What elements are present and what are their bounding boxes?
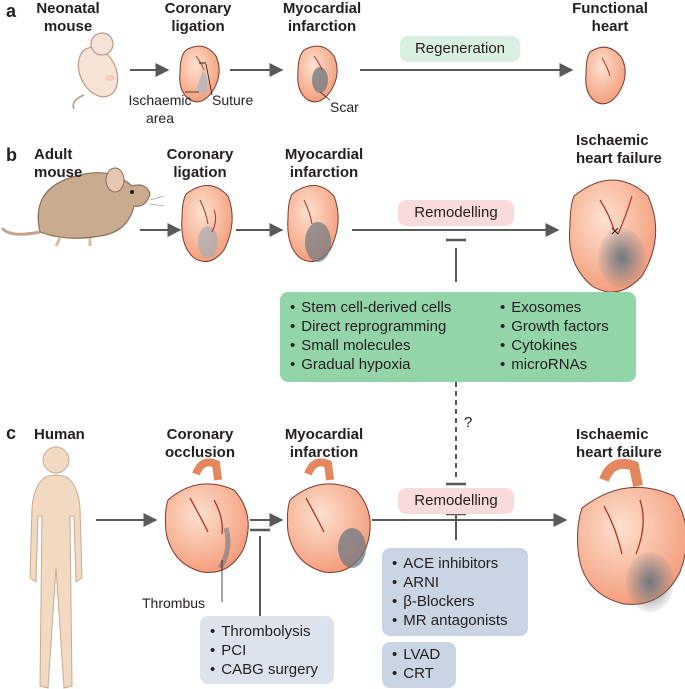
experimental-therapies-box: Stem cell-derived cells Direct reprogram… (280, 292, 636, 382)
heart-c-failure (577, 458, 685, 612)
heart-b-failure (568, 179, 657, 293)
question-mark: ? (464, 414, 473, 431)
acute-therapies-box: Thrombolysis PCI CABG surgery (200, 616, 334, 684)
heart-a-ligation (179, 45, 220, 103)
panel-label-c: c (6, 423, 17, 443)
regeneration-label: Regeneration (400, 36, 520, 62)
therapy-item: Growth factors (500, 317, 609, 336)
acute-therapies-list: Thrombolysis PCI CABG surgery (210, 622, 324, 679)
suture-label: Suture (212, 92, 254, 108)
heart-b-ligation (181, 185, 233, 263)
neonatal-mouse-illustration (72, 32, 119, 110)
heart-a-infarction (297, 45, 338, 103)
scar-label: Scar (330, 99, 359, 115)
panel-label-b: b (6, 145, 17, 165)
thrombus-label: Thrombus (142, 595, 206, 611)
remodelling-label-c: Remodelling (398, 488, 514, 514)
adult-mouse-illustration (0, 167, 165, 247)
therapy-item: Gradual hypoxia (290, 355, 451, 374)
therapy-item: Cytokines (500, 336, 609, 355)
heart-c-infarction (286, 458, 371, 573)
therapies-list-left: Stem cell-derived cells Direct reprogram… (290, 298, 451, 374)
therapy-item: ACE inhibitors (392, 554, 518, 573)
heart-c-occlusion (164, 458, 249, 573)
therapy-item: ARNI (392, 573, 518, 592)
therapies-list-right: Exosomes Growth factors Cytokines microR… (500, 298, 609, 374)
therapy-item: MR antagonists (392, 611, 518, 630)
heart-b-infarction (287, 185, 339, 263)
therapy-item: Stem cell-derived cells (290, 298, 451, 317)
leader-scar (319, 91, 331, 101)
therapy-item: Thrombolysis (210, 622, 324, 641)
panel-label-a: a (6, 1, 17, 21)
leader-suture (205, 63, 213, 96)
therapy-item: CABG surgery (210, 660, 324, 679)
heart-a-functional (585, 46, 626, 105)
therapy-item: PCI (210, 641, 324, 660)
human-silhouette (29, 446, 83, 689)
device-therapies-box: LVAD CRT (382, 642, 456, 688)
therapy-item: CRT (392, 664, 446, 683)
stage-human: Human (34, 426, 85, 443)
device-therapies-list: LVAD CRT (392, 645, 446, 683)
drug-therapies-list: ACE inhibitors ARNI β-Blockers MR antago… (392, 554, 518, 630)
therapy-item: Exosomes (500, 298, 609, 317)
therapy-item: β-Blockers (392, 592, 518, 611)
therapy-item: Direct reprogramming (290, 317, 451, 336)
remodelling-label-b: Remodelling (398, 200, 514, 226)
therapy-item: microRNAs (500, 355, 609, 374)
drug-therapies-box: ACE inhibitors ARNI β-Blockers MR antago… (382, 548, 528, 636)
therapy-item: LVAD (392, 645, 446, 664)
therapy-item: Small molecules (290, 336, 451, 355)
